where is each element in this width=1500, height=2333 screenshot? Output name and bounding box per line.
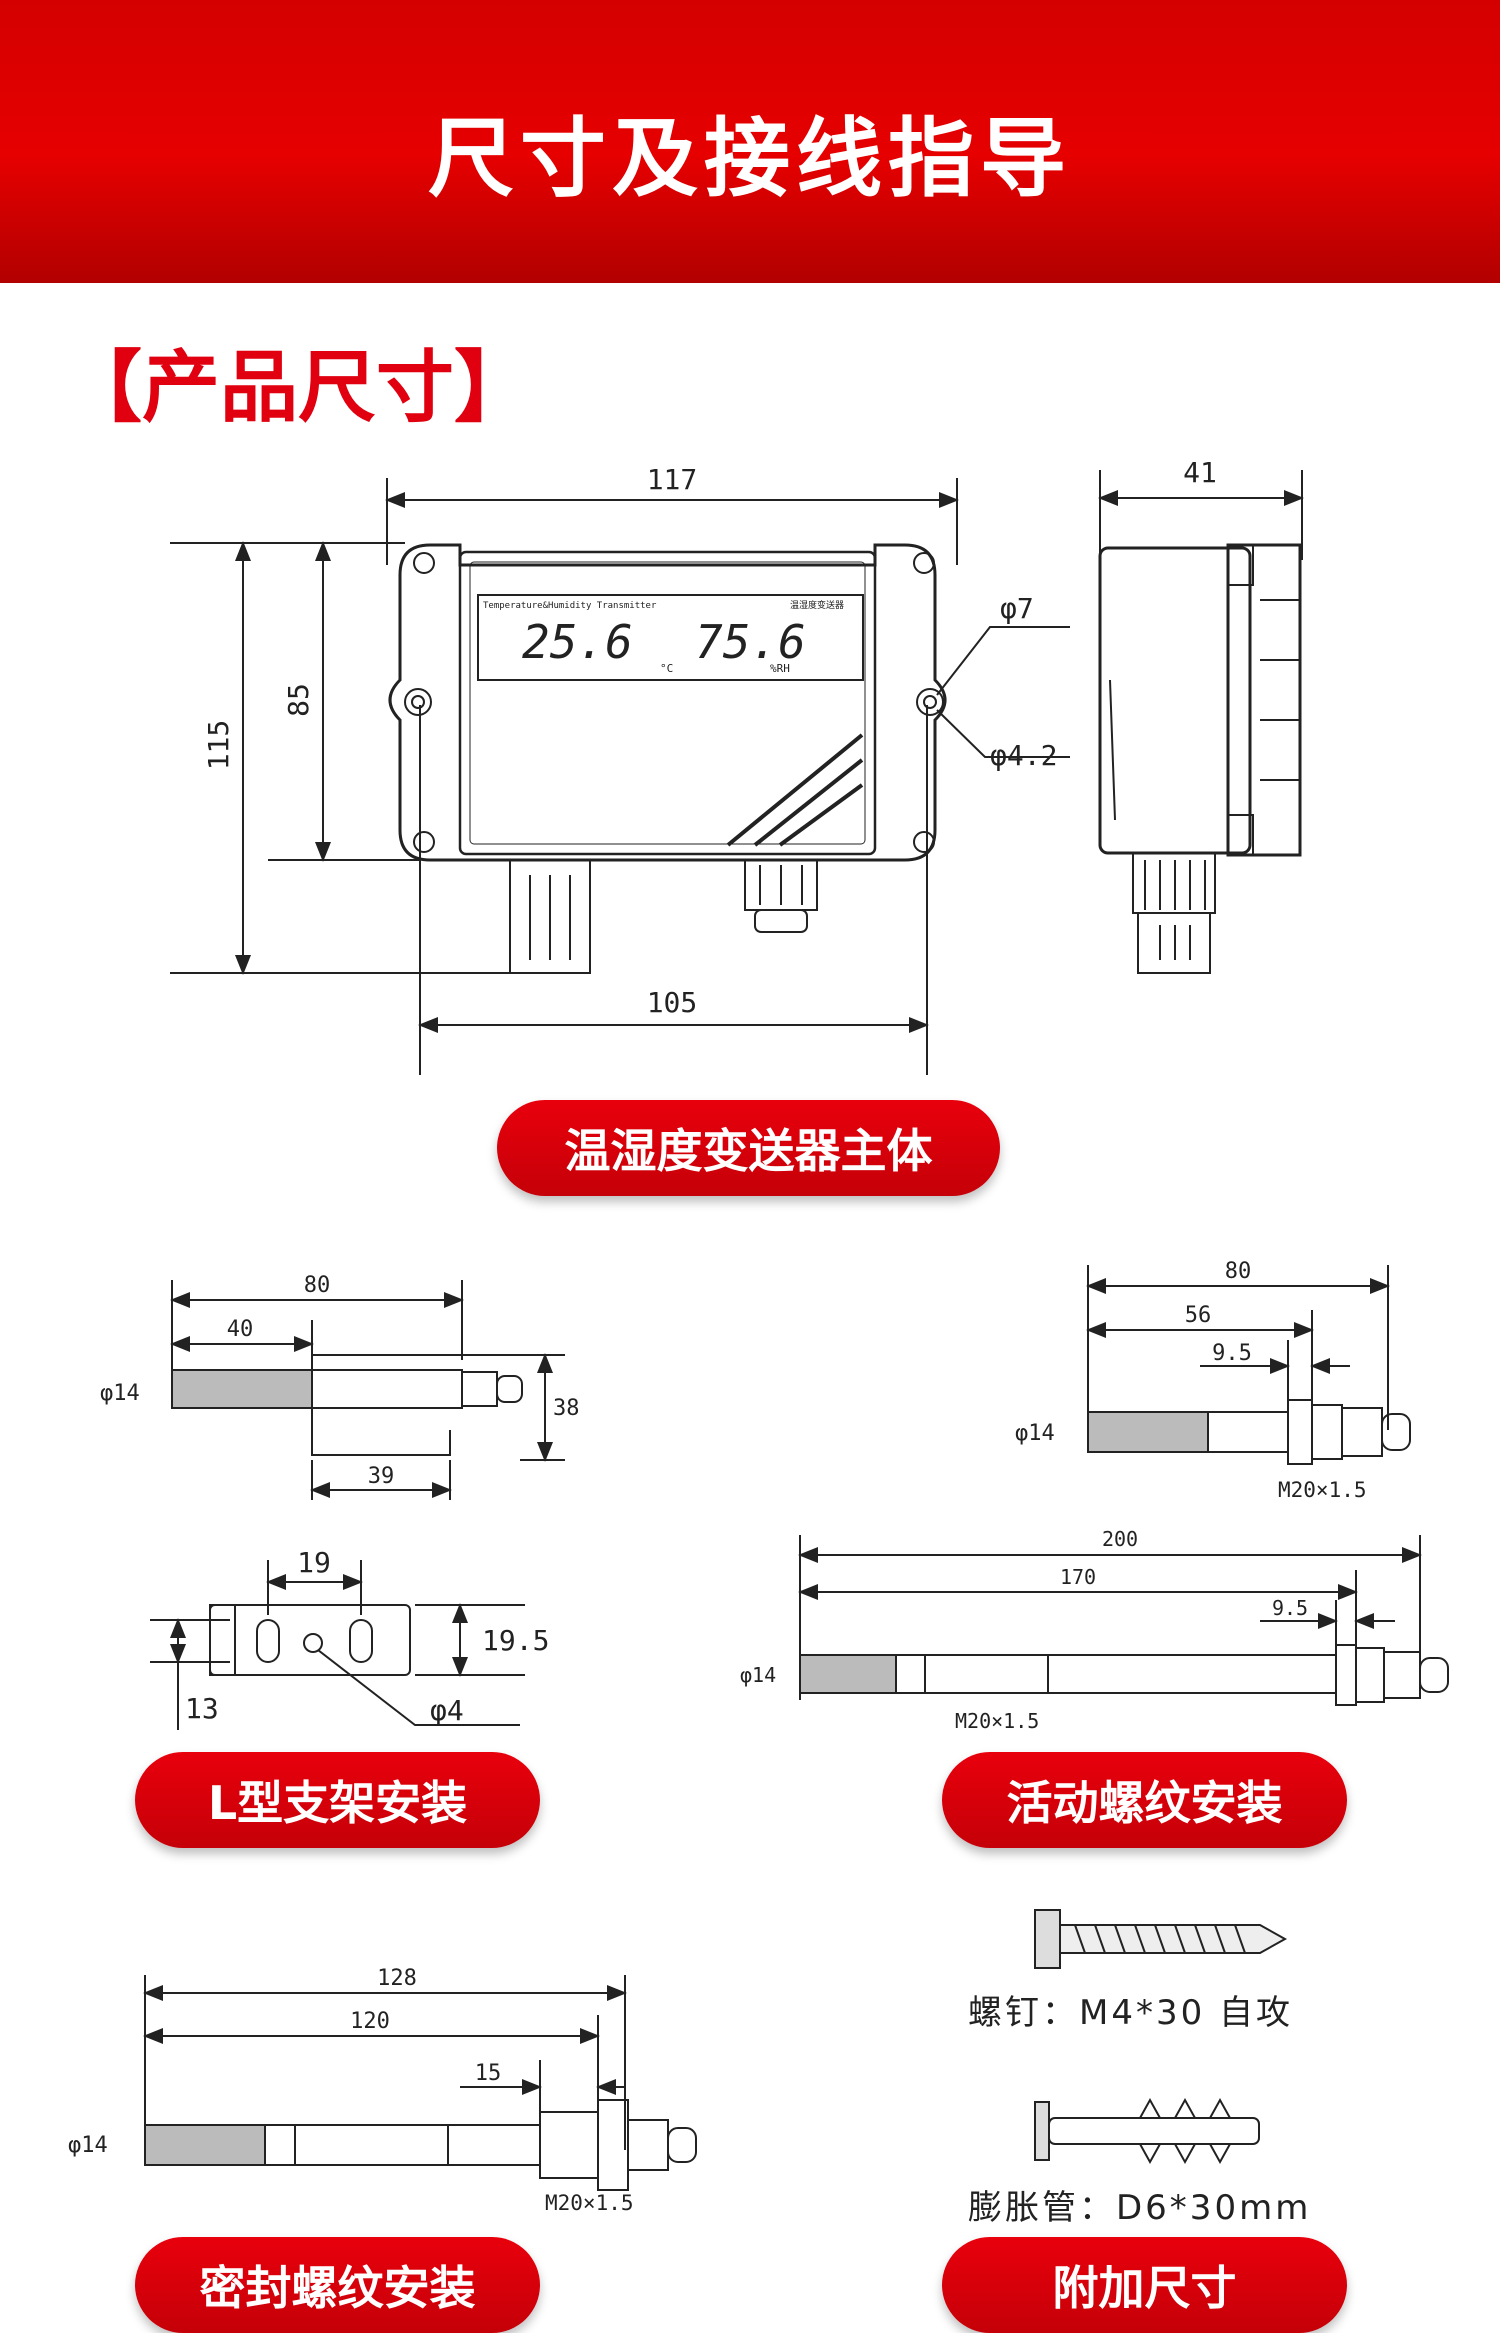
lb-dim-80: 80	[304, 1273, 331, 1298]
movable-long	[798, 1535, 1449, 1706]
ml-dim-200: 200	[1102, 1527, 1138, 1551]
sl-dim-phi14: φ14	[68, 2133, 108, 2158]
main-side-view	[1098, 470, 1304, 974]
sl-dim-120: 120	[350, 2009, 390, 2034]
anchor-drawing	[1034, 2097, 1260, 2165]
lcd-hum-value: 75.6	[695, 615, 806, 669]
lbracket-side	[170, 1280, 565, 1500]
lb-dim-38: 38	[553, 1396, 580, 1421]
accessories-caption: 附加尺寸	[942, 2237, 1347, 2333]
section-title: 【产品尺寸】	[64, 343, 533, 433]
dim-phi7: φ7	[1000, 592, 1034, 625]
ml-dim-170: 170	[1060, 1565, 1096, 1589]
sealed-caption: 密封螺纹安装	[135, 2237, 540, 2333]
movable-short	[1086, 1265, 1411, 1465]
lb-dim-phi4: φ4	[430, 1694, 464, 1727]
lb-dim-195: 19.5	[482, 1624, 549, 1657]
lb-dim-13: 13	[185, 1692, 219, 1725]
anchor-label: 膨胀管：D6*30mm	[968, 2188, 1312, 2228]
lcd-temp-unit: °C	[660, 662, 673, 675]
lcd-temp-value: 25.6	[522, 615, 633, 669]
main-front-view	[170, 478, 1070, 1075]
screw-label: 螺钉：M4*30 自攻	[968, 1993, 1294, 2033]
lb-dim-19: 19	[297, 1546, 331, 1579]
mv-dim-95: 9.5	[1212, 1341, 1252, 1366]
lbracket-caption: L型支架安装	[135, 1752, 540, 1848]
ml-dim-95: 9.5	[1272, 1596, 1308, 1620]
mv-dim-56: 56	[1185, 1303, 1212, 1328]
movable-caption: 活动螺纹安装	[942, 1752, 1347, 1848]
banner-title: 尺寸及接线指导	[428, 109, 1072, 209]
lbracket-plate	[150, 1560, 525, 1730]
dim-41: 41	[1183, 456, 1217, 489]
sl-dim-15: 15	[475, 2061, 502, 2086]
sl-dim-128: 128	[377, 1966, 417, 1991]
lb-dim-40: 40	[227, 1317, 254, 1342]
ml-dim-phi14: φ14	[740, 1663, 776, 1687]
dim-115: 115	[202, 720, 235, 771]
ml-dim-thread: M20×1.5	[955, 1709, 1039, 1733]
mv-dim-80: 80	[1225, 1259, 1252, 1284]
dim-85: 85	[282, 683, 315, 717]
header-banner: 尺寸及接线指导	[0, 0, 1500, 283]
dim-phi42: φ4.2	[990, 739, 1057, 772]
lb-dim-phi14: φ14	[100, 1381, 140, 1406]
dim-105: 105	[647, 986, 698, 1019]
screw-drawing	[1034, 1909, 1288, 1969]
mv-dim-thread: M20×1.5	[1278, 1478, 1367, 1502]
sealed-thread	[143, 1975, 697, 2191]
dim-117: 117	[647, 463, 698, 496]
lcd-header-right: 温湿度变送器	[790, 599, 844, 611]
lb-dim-39: 39	[368, 1464, 395, 1489]
mv-dim-phi14: φ14	[1015, 1421, 1055, 1446]
lcd-header-left: Temperature&Humidity Transmitter	[483, 601, 657, 611]
lcd-hum-unit: %RH	[770, 662, 790, 675]
main-body-caption: 温湿度变送器主体	[497, 1100, 1000, 1196]
sl-dim-thread: M20×1.5	[545, 2191, 634, 2215]
